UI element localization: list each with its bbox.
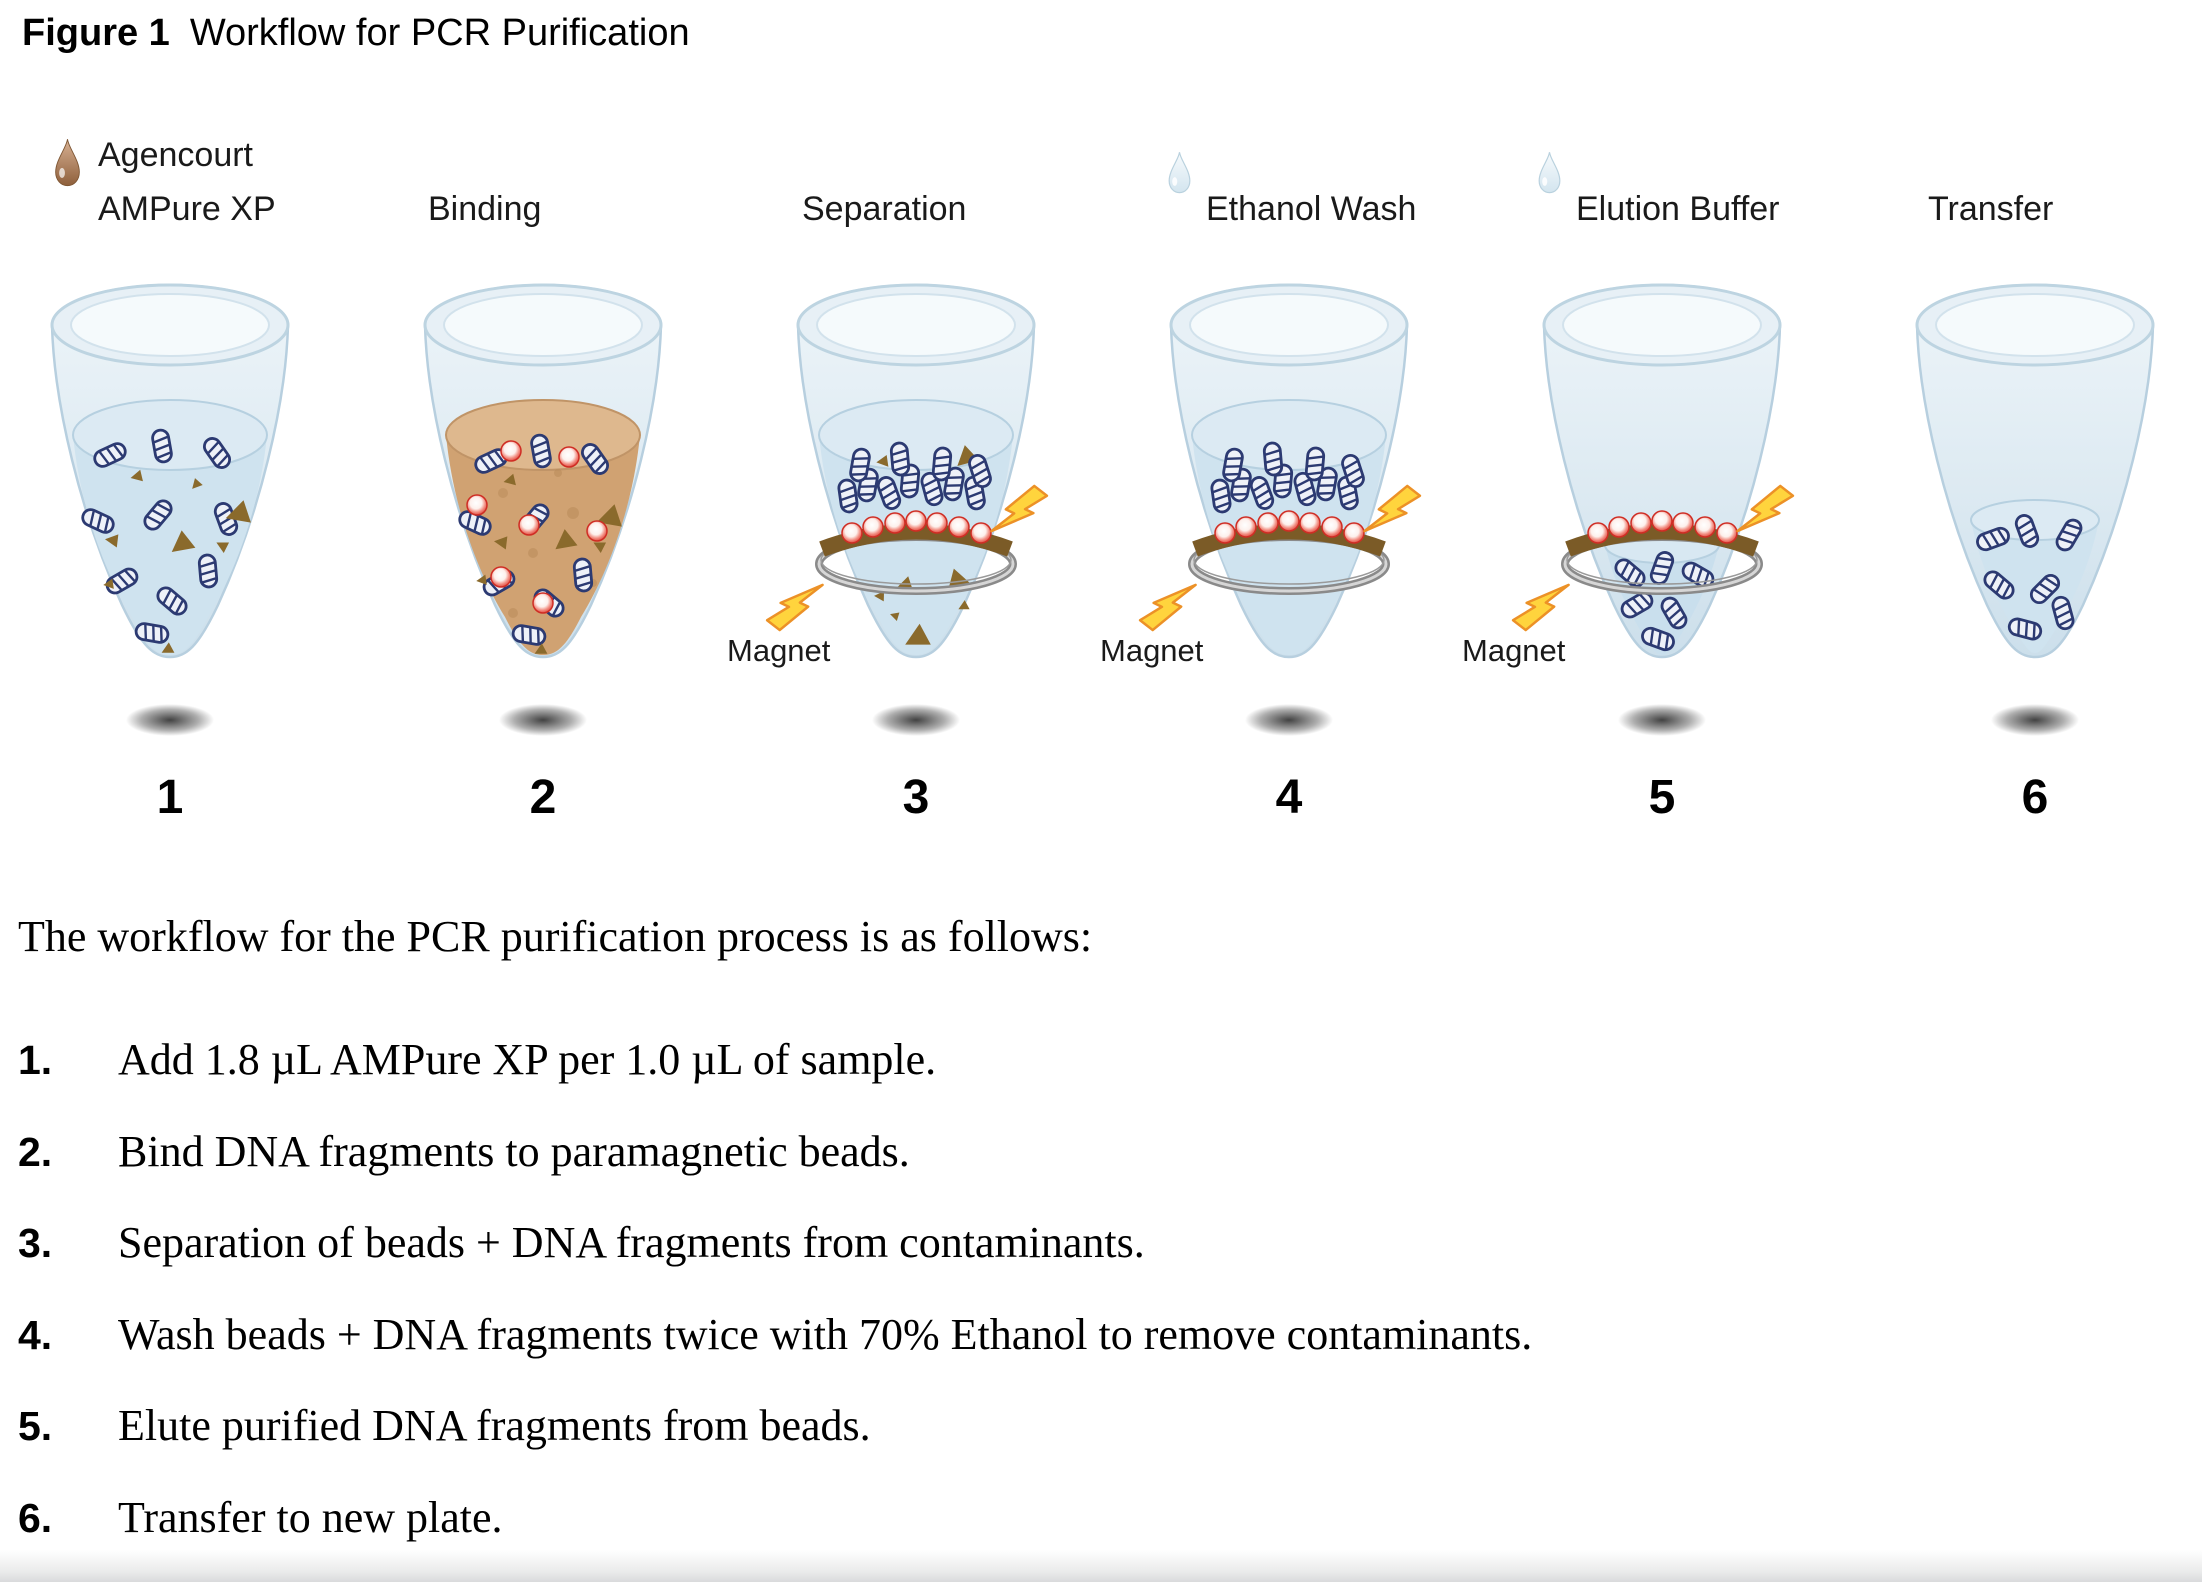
- list-item: 6. Transfer to new plate.: [18, 1492, 503, 1543]
- tube-shadow: [488, 700, 598, 740]
- tube-shadow: [861, 700, 971, 740]
- tube-step2-binding-icon: [423, 283, 663, 659]
- list-item: 5. Elute purified DNA fragments from bead…: [18, 1400, 871, 1451]
- step1-label-line1: Agencourt: [98, 136, 253, 174]
- list-item: 4. Wash beads + DNA fragments twice with …: [18, 1309, 1532, 1360]
- page-bottom-edge: [0, 1550, 2202, 1582]
- step6-label: Transfer: [1928, 190, 2054, 228]
- tube-step1-sample-icon: [50, 283, 290, 659]
- step-number-2: 2: [529, 771, 557, 824]
- list-item-text: Wash beads + DNA fragments twice with 70…: [118, 1310, 1533, 1359]
- brown-droplet-icon: [55, 138, 80, 187]
- list-item: 1. Add 1.8 µL AMPure XP per 1.0 µL of sam…: [18, 1034, 936, 1085]
- blue-droplet-icon: [1168, 151, 1191, 194]
- blue-droplet-icon: [1538, 151, 1561, 194]
- tube-shadow: [115, 700, 225, 740]
- step2-label: Binding: [428, 190, 542, 228]
- list-item-text: Add 1.8 µL AMPure XP per 1.0 µL of sampl…: [118, 1035, 937, 1084]
- list-item: 3. Separation of beads + DNA fragments fr…: [18, 1217, 1145, 1268]
- figure-title: Figure 1 Workflow for PCR Purification: [22, 12, 690, 55]
- tube-step5-elution-icon: [1502, 283, 1822, 659]
- step-number-1: 1: [156, 771, 184, 824]
- list-item-number: 6.: [18, 1495, 53, 1541]
- tube-shadow: [1607, 700, 1717, 740]
- list-item-number: 3.: [18, 1220, 53, 1266]
- list-item-text: Separation of beads + DNA fragments from…: [118, 1218, 1145, 1267]
- step-number-6: 6: [2021, 771, 2049, 824]
- list-item-text: Transfer to new plate.: [118, 1493, 503, 1542]
- figure-title-text: Workflow for PCR Purification: [189, 12, 690, 54]
- magnet-label-step5: Magnet: [1462, 633, 1566, 668]
- list-item-number: 5.: [18, 1403, 53, 1449]
- magnet-label-step3: Magnet: [727, 633, 831, 668]
- step-number-5: 5: [1648, 771, 1676, 824]
- list-item: 2. Bind DNA fragments to paramagnetic bea…: [18, 1126, 910, 1177]
- magnet-label-step4: Magnet: [1100, 633, 1204, 668]
- tube-shadow: [1234, 700, 1344, 740]
- step-number-4: 4: [1275, 771, 1303, 824]
- tube-step6-transfer-icon: [1915, 283, 2155, 659]
- step-number-3: 3: [902, 771, 930, 824]
- list-item-number: 4.: [18, 1312, 53, 1358]
- list-item-text: Elute purified DNA fragments from beads.: [118, 1401, 871, 1450]
- list-item-number: 2.: [18, 1129, 53, 1175]
- tube-step3-separation-icon: [756, 283, 1076, 659]
- workflow-intro-text: The workflow for the PCR purification pr…: [18, 912, 1093, 961]
- list-item-number: 1.: [18, 1037, 53, 1083]
- step4-label: Ethanol Wash: [1206, 190, 1417, 228]
- tube-shadow: [1980, 700, 2090, 740]
- step1-label-line2: AMPure XP: [98, 190, 276, 228]
- step5-label: Elution Buffer: [1576, 190, 1780, 228]
- list-item-text: Bind DNA fragments to paramagnetic beads…: [118, 1127, 910, 1176]
- figure-label: Figure 1: [22, 12, 170, 54]
- tube-step4-wash-icon: [1129, 283, 1449, 659]
- step3-label: Separation: [802, 190, 967, 228]
